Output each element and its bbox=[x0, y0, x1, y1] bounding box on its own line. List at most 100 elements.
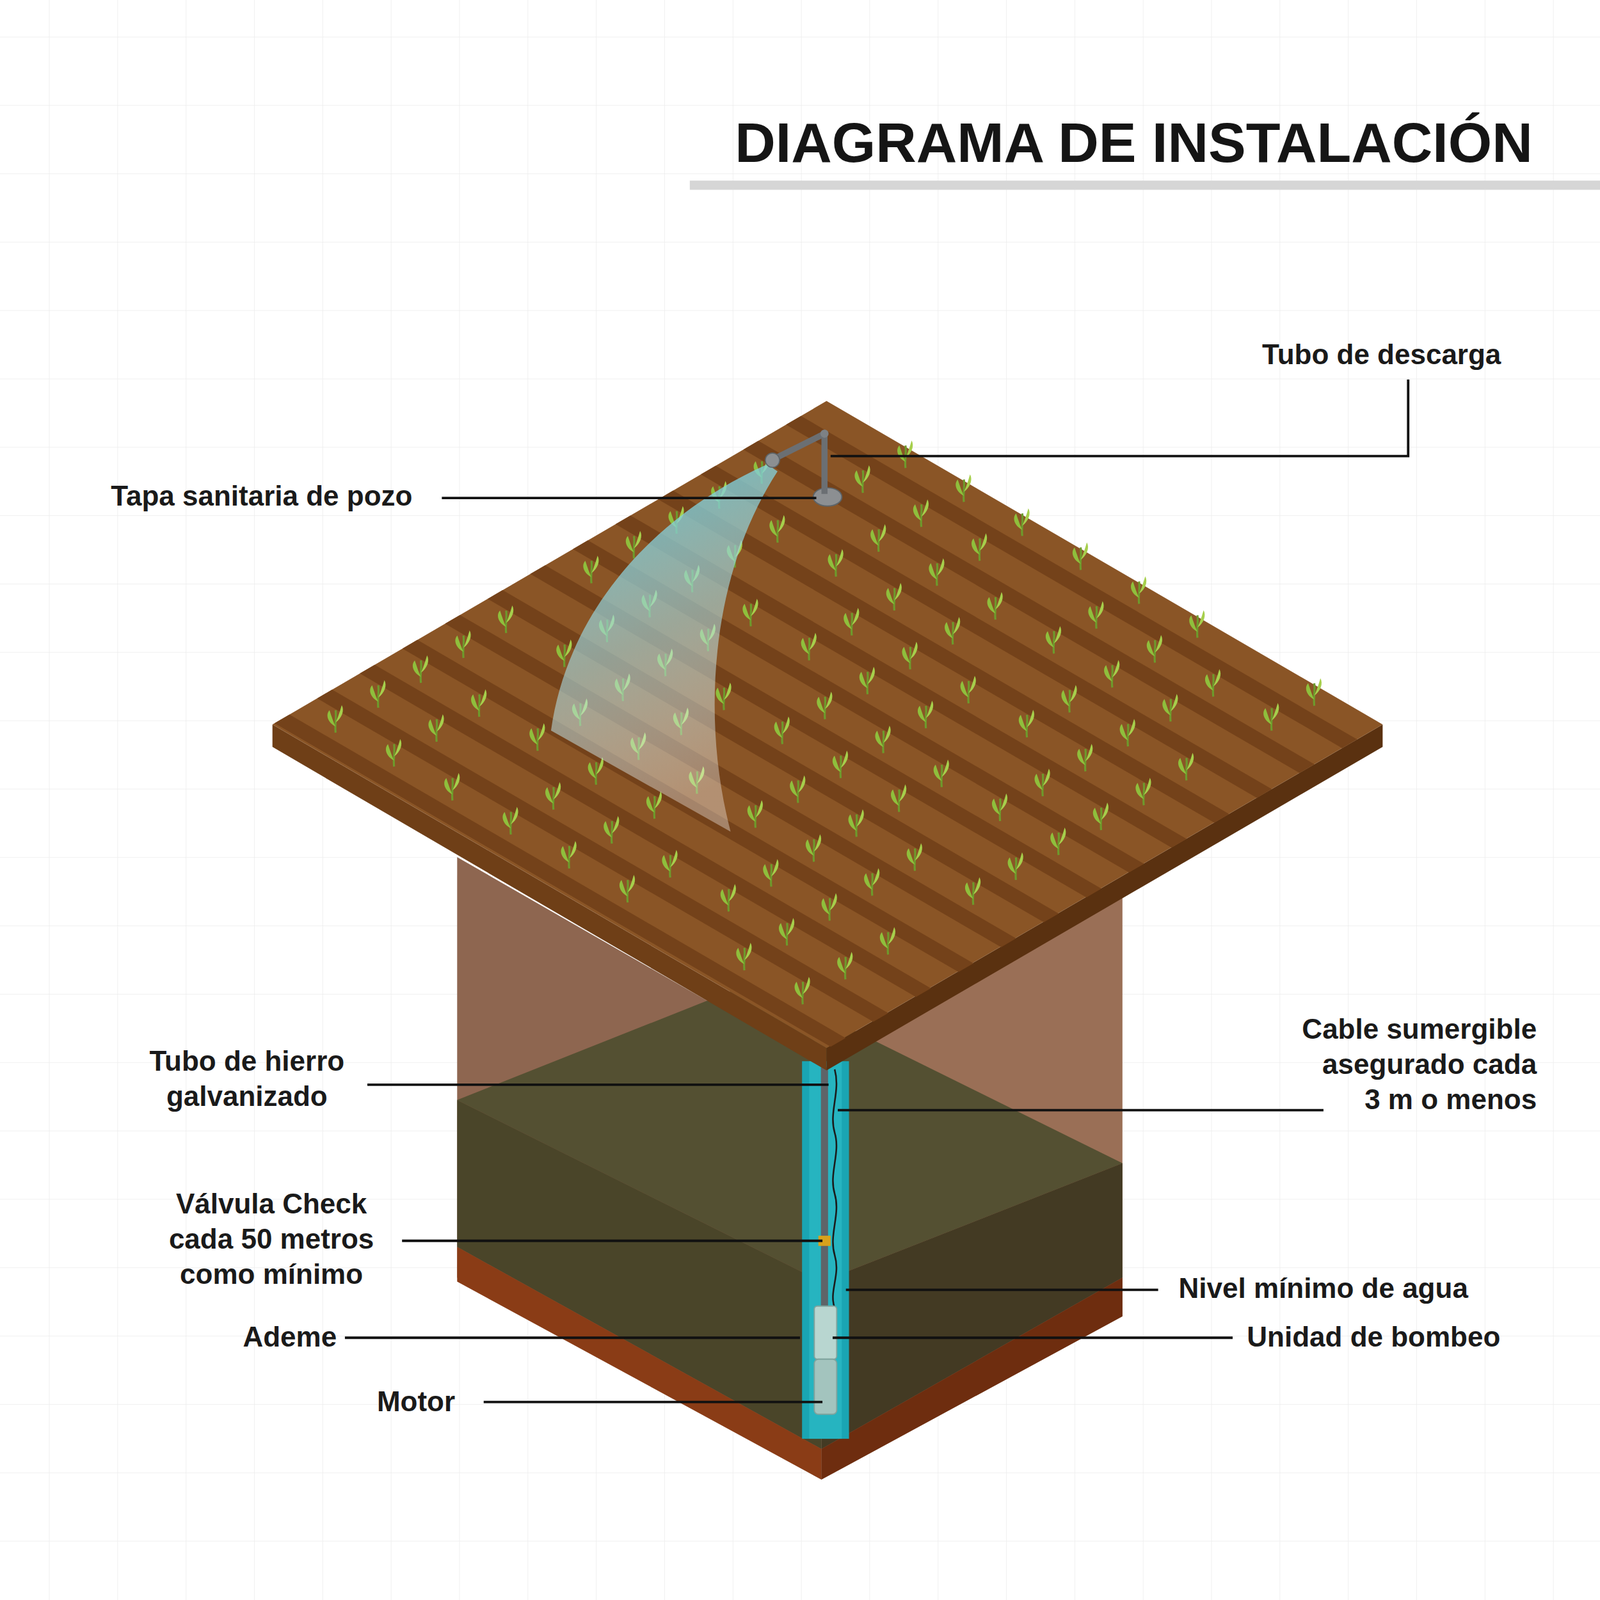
sprout-leaf bbox=[864, 872, 873, 890]
sprout-leaf bbox=[1077, 748, 1086, 766]
crop-rows bbox=[274, 416, 1357, 1048]
sprout-leaf bbox=[821, 897, 831, 915]
sprout-leaf bbox=[888, 927, 896, 945]
sprout-leaf bbox=[444, 778, 453, 795]
furrow bbox=[657, 490, 1229, 824]
sprout-leaf bbox=[875, 730, 884, 748]
field bbox=[272, 401, 1384, 1071]
sprout-leaf bbox=[762, 864, 772, 881]
sprout-leaf bbox=[968, 675, 976, 694]
sprout-leaf bbox=[369, 685, 379, 703]
crop-sprout bbox=[1061, 684, 1077, 713]
sprout-leaf bbox=[872, 868, 880, 886]
sprout-leaf bbox=[883, 725, 891, 744]
sprout-leaf bbox=[973, 877, 981, 895]
crop-sprout bbox=[747, 800, 763, 828]
sprout-leaf bbox=[497, 610, 507, 628]
sprout-leaf bbox=[627, 874, 635, 893]
galvanized-pipe bbox=[821, 1067, 829, 1309]
sprout-leaf bbox=[1170, 693, 1178, 712]
title-underline bbox=[689, 180, 1600, 190]
crop-sprout bbox=[1162, 693, 1178, 722]
sprout-leaf bbox=[910, 641, 918, 660]
callout-label: Tubo de hierro galvanizado bbox=[148, 1043, 345, 1114]
sprout-leaf bbox=[1058, 827, 1066, 845]
sprout-leaf bbox=[829, 892, 837, 911]
callout-label: Tapa sanitaria de pozo bbox=[110, 478, 415, 514]
sprout-leaf bbox=[728, 883, 736, 902]
submersible-cable bbox=[832, 1069, 837, 1309]
sprout-leaf bbox=[1054, 625, 1062, 644]
sprout-leaf bbox=[897, 445, 906, 463]
aquifer-left-face bbox=[456, 1100, 822, 1449]
crop-sprout bbox=[917, 700, 934, 729]
leader-line bbox=[837, 1109, 1324, 1112]
crop-sprout bbox=[412, 655, 429, 683]
sprout-leaf bbox=[1205, 673, 1214, 691]
sprout-leaf bbox=[926, 700, 934, 719]
sprout-leaf bbox=[556, 644, 565, 662]
field-top bbox=[272, 401, 1384, 1049]
discharge-arm bbox=[777, 433, 825, 458]
sprout-leaf bbox=[568, 840, 576, 859]
bedrock-left bbox=[456, 1246, 822, 1480]
crop-sprout bbox=[1088, 600, 1104, 629]
sprout-leaf bbox=[1000, 793, 1008, 811]
crop-sprout bbox=[1120, 718, 1136, 747]
sprout-leaf bbox=[1135, 782, 1144, 800]
crop-sprout bbox=[1045, 625, 1062, 654]
leader-line bbox=[830, 379, 1408, 457]
sprout-leaf bbox=[553, 782, 561, 800]
crop-sprout bbox=[992, 793, 1008, 822]
sprout-leaf bbox=[1186, 752, 1194, 770]
sprout-leaf bbox=[1085, 743, 1093, 761]
sprout-leaf bbox=[1213, 668, 1221, 687]
crop-sprout bbox=[913, 499, 929, 527]
crop-sprout bbox=[428, 714, 444, 742]
leader-line bbox=[846, 1288, 1159, 1291]
sprout-leaf bbox=[1008, 857, 1017, 875]
sprout-leaf bbox=[1127, 718, 1135, 736]
crop-sprout bbox=[1178, 752, 1194, 781]
sprout-leaf bbox=[894, 583, 902, 601]
sprout-leaf bbox=[995, 592, 1003, 610]
sprout-leaf bbox=[851, 608, 859, 626]
crop-sprout bbox=[583, 555, 599, 584]
furrow bbox=[274, 714, 846, 1047]
sprout-leaf bbox=[870, 529, 879, 546]
sprout-leaf bbox=[906, 848, 916, 866]
sprout-leaf bbox=[750, 599, 758, 617]
crop-sprout bbox=[837, 951, 853, 980]
sprout-leaf bbox=[798, 775, 806, 793]
sprout-leaf bbox=[1263, 708, 1272, 726]
crop-sprout bbox=[455, 630, 471, 658]
crop-sprout bbox=[1034, 768, 1051, 797]
crop-sprout bbox=[828, 549, 844, 577]
crop-sprout bbox=[1205, 668, 1221, 697]
sprout-leaf bbox=[828, 554, 837, 571]
sprout-leaf bbox=[1130, 581, 1140, 598]
sprout-leaf bbox=[463, 630, 471, 648]
sprout-leaf bbox=[941, 759, 949, 777]
sprout-leaf bbox=[1093, 807, 1102, 825]
sprout-leaf bbox=[1112, 659, 1120, 678]
sprout-leaf bbox=[588, 762, 597, 779]
crop-sprout bbox=[774, 716, 790, 745]
sprout-leaf bbox=[915, 843, 923, 861]
crop-sprout bbox=[497, 605, 514, 633]
crop-sprout bbox=[1050, 827, 1066, 856]
crop-sprout bbox=[561, 840, 577, 869]
well-bore bbox=[801, 1061, 849, 1439]
sprout-leaf bbox=[385, 744, 395, 761]
sprout-leaf bbox=[782, 716, 790, 735]
sprout-leaf bbox=[777, 515, 785, 533]
crop-sprout bbox=[1146, 634, 1163, 663]
leader-line bbox=[367, 1083, 829, 1087]
sprout-leaf bbox=[778, 922, 788, 940]
crop-sprout bbox=[875, 725, 891, 754]
sprout-leaf bbox=[1034, 773, 1044, 791]
crop-sprout bbox=[1130, 576, 1147, 605]
sprout-leaf bbox=[933, 764, 943, 782]
sprout-leaf bbox=[979, 533, 987, 551]
